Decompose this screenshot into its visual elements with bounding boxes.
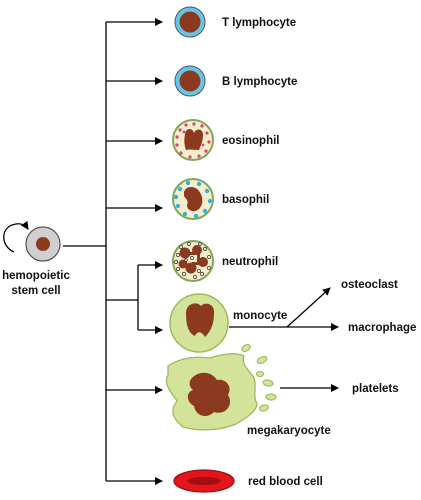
stem-cell-nucleus <box>36 237 50 251</box>
platelets-label: platelets <box>352 383 399 395</box>
stem-cell-label-line1: hemopoietic <box>2 270 70 282</box>
monocyte-cell <box>169 293 229 353</box>
eosinophil-label: eosinophil <box>222 135 280 147</box>
b-lymphocyte-cell <box>174 65 206 97</box>
eosinophil-cell <box>172 119 214 161</box>
b-lymphocyte-label: B lymphocyte <box>222 76 297 88</box>
neutrophil-cell <box>172 240 214 282</box>
megakaryocyte-label: megakaryocyte <box>247 425 331 437</box>
t-lymphocyte-label: T lymphocyte <box>222 17 296 29</box>
megakaryocyte-cell <box>165 344 277 431</box>
red-blood-cell <box>173 469 235 493</box>
red-blood-cell-label: red blood cell <box>248 476 323 488</box>
platelet-fragments <box>241 344 277 412</box>
basophil-cell <box>172 178 214 220</box>
t-lymphocyte-cell <box>174 6 206 38</box>
stem-cell-label-line2: stem cell <box>11 285 60 297</box>
basophil-label: basophil <box>222 194 269 206</box>
neutrophil-label: neutrophil <box>222 256 278 268</box>
self-renewal-arrow <box>3 220 29 253</box>
osteoclast-label: osteoclast <box>341 279 398 291</box>
macrophage-label: macrophage <box>348 322 416 334</box>
stem-cell: hemopoietic stem cell <box>2 220 70 297</box>
monocyte-label: monocyte <box>233 310 287 322</box>
connector-lines <box>63 18 339 485</box>
